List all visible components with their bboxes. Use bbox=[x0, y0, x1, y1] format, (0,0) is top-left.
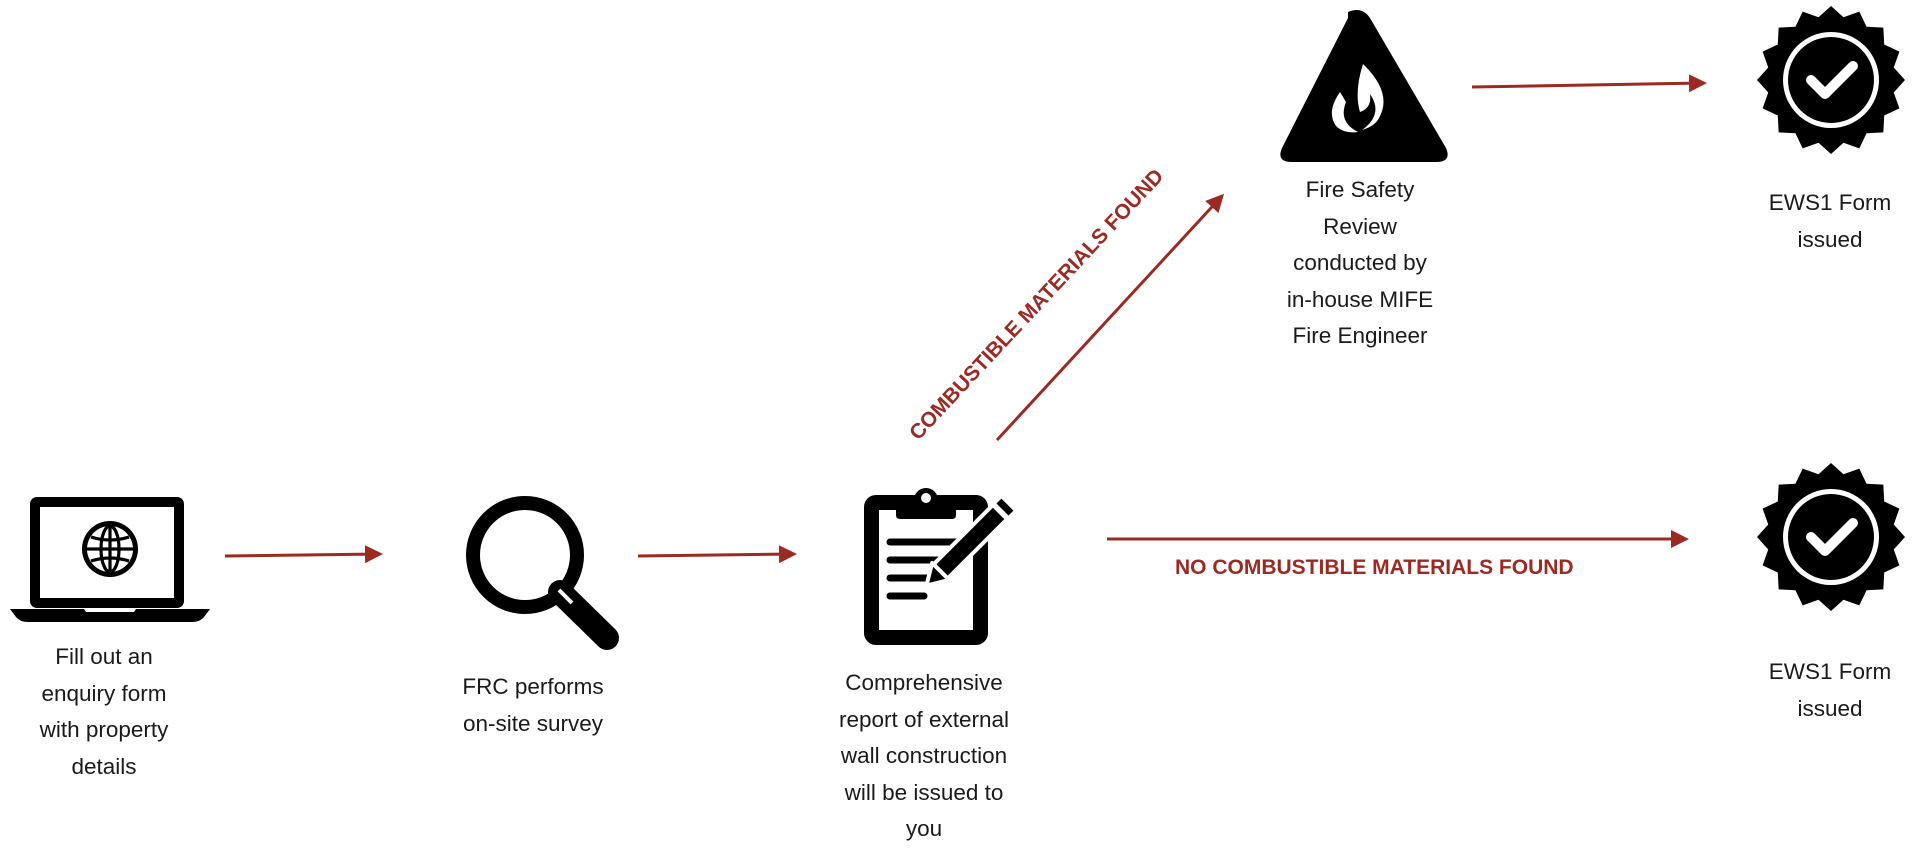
clipboard-pencil-icon bbox=[864, 488, 1018, 645]
label-line: Comprehensive bbox=[845, 670, 1003, 695]
laptop-globe-icon bbox=[10, 497, 210, 622]
ews1-top-label: EWS1 Form issued bbox=[1740, 185, 1912, 258]
label-line: EWS1 Form bbox=[1768, 659, 1892, 684]
label-line: FRC performs bbox=[462, 674, 604, 699]
label-line: details bbox=[71, 753, 137, 779]
label-line: EWS1 Form bbox=[1768, 190, 1892, 215]
magnifying-glass-icon bbox=[466, 496, 619, 650]
survey-label: FRC performs on-site survey bbox=[433, 669, 633, 742]
report-label: Comprehensive report of external wall cons… bbox=[814, 665, 1034, 848]
fire-warning-icon bbox=[1280, 10, 1448, 162]
label-line: Fire Engineer bbox=[1292, 323, 1428, 349]
arrow-report-to-fire-review bbox=[995, 193, 1225, 442]
label-line: report of external bbox=[838, 706, 1010, 732]
verified-badge-icon bbox=[1757, 463, 1905, 611]
no-combustible-branch-label: NO COMBUSTIBLE MATERIALS FOUND bbox=[1175, 556, 1574, 579]
label-line: issued bbox=[1797, 226, 1863, 252]
label-line: conducted by bbox=[1293, 250, 1427, 276]
label-line: Review bbox=[1323, 213, 1397, 239]
ews1-bottom-label: EWS1 Form issued bbox=[1740, 654, 1912, 727]
label-line: will be issued to bbox=[844, 779, 1004, 805]
label-line: issued bbox=[1797, 695, 1863, 721]
enquiry-label: Fill out an enquiry form with property deta… bbox=[0, 639, 208, 785]
label-line: in-house MIFE bbox=[1286, 286, 1434, 312]
label-line: on-site survey bbox=[462, 710, 604, 736]
arrow-fire-review-to-ews1-top bbox=[1471, 74, 1707, 93]
label-line: wall construction bbox=[840, 743, 1008, 769]
label-line: Fill out an bbox=[55, 644, 153, 669]
label-line: Fire Safety bbox=[1305, 177, 1415, 202]
verified-badge-icon bbox=[1757, 6, 1905, 154]
arrow-survey-to-report bbox=[637, 545, 797, 564]
arrow-enquiry-to-survey bbox=[224, 545, 383, 564]
label-line: with property bbox=[39, 717, 169, 743]
label-line: enquiry form bbox=[41, 680, 167, 706]
label-line: you bbox=[905, 816, 943, 842]
